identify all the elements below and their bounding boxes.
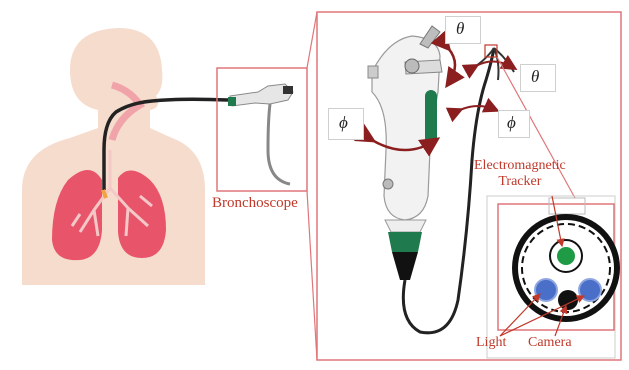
theta-top-symbol: θ bbox=[456, 20, 464, 37]
handle-neck bbox=[385, 220, 426, 232]
light-port-right bbox=[579, 279, 601, 301]
handle-green-band bbox=[425, 90, 437, 146]
handle-black-tip bbox=[392, 252, 418, 280]
handle-top-valve bbox=[420, 26, 440, 48]
handle-lower-port bbox=[383, 179, 393, 189]
small-bronchoscope bbox=[228, 84, 293, 184]
phi-right-symbol: ϕ bbox=[507, 114, 516, 131]
zoom-line-top bbox=[307, 12, 317, 68]
camera-label: Camera bbox=[528, 336, 572, 350]
handle-green-collar bbox=[388, 232, 422, 252]
bronchoscope-inset-frame bbox=[217, 68, 307, 191]
em-tracker-label: Electromagnetic Tracker bbox=[474, 158, 566, 190]
light-label: Light bbox=[476, 336, 506, 350]
patient-figure bbox=[22, 28, 205, 285]
cable-tip-marker bbox=[103, 190, 106, 198]
bronchoscope-label: Bronchoscope bbox=[212, 196, 298, 211]
patient-body bbox=[22, 28, 205, 285]
light-port-left bbox=[535, 279, 557, 301]
zoom-line-bottom bbox=[307, 191, 317, 360]
theta-right-symbol: θ bbox=[531, 68, 539, 85]
handle-knob bbox=[405, 59, 419, 73]
rotate-arrow-lever bbox=[448, 48, 455, 84]
tracker-channel bbox=[557, 247, 575, 265]
phi-left-symbol: ϕ bbox=[339, 114, 348, 131]
handle-side-port bbox=[368, 66, 378, 78]
